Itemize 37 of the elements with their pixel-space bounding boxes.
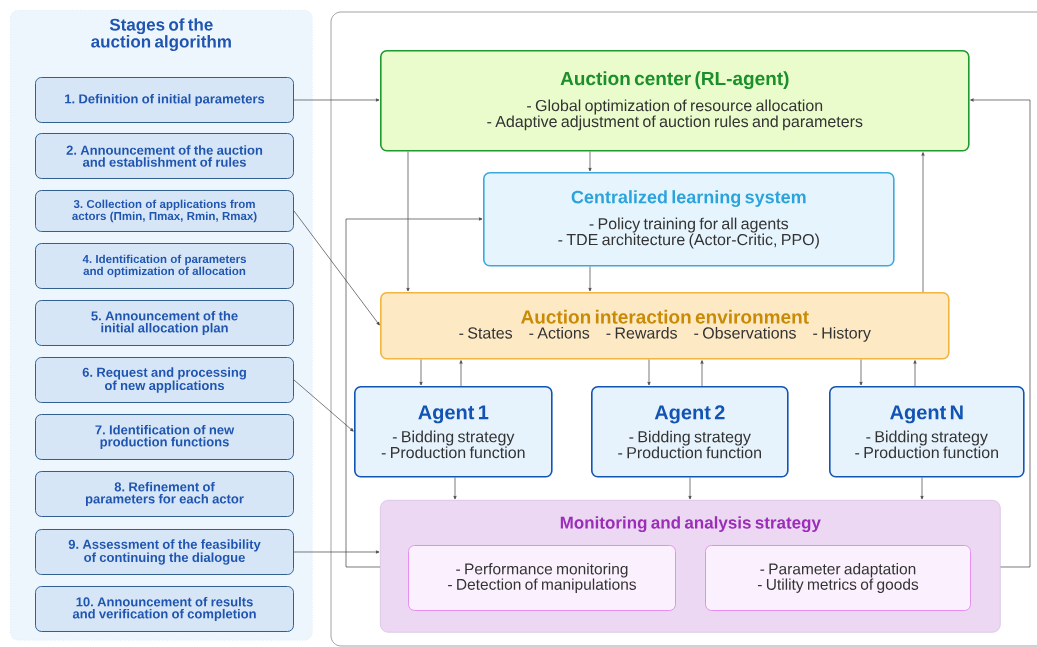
stage-box: 2. Announcement of the auction and establishment of rules <box>35 133 294 179</box>
agent-box: Agent 2 - Bidding strategy - Production function <box>591 386 789 478</box>
arrow <box>293 379 354 432</box>
stage-box: 6. Request and processing of new applications <box>35 357 294 403</box>
arrow <box>293 98 380 102</box>
arrow <box>920 477 924 500</box>
arrow <box>700 360 704 387</box>
arrow <box>345 217 483 568</box>
arrow <box>406 151 410 292</box>
arrow <box>647 359 651 386</box>
stage-box: 1. Definition of initial parameters <box>35 77 294 123</box>
arrow <box>293 210 380 326</box>
arrow <box>419 359 423 386</box>
agent-box: Agent 1 - Bidding strategy - Production function <box>354 386 553 478</box>
stage-box: 3. Collection of applications from actors (Πmin, Πmax, Rmin, Rmax) <box>35 190 294 232</box>
arrow <box>688 477 692 500</box>
stage-box: 8. Refinement of parameters for each actor <box>35 471 294 517</box>
list-box: - Parameter adaptation - Utility metrics of goods <box>705 545 971 611</box>
process-box: Auction center (RL-agent) - Global optimization of resource allocation - Adaptive adjustment of auction rules and parameters <box>380 50 970 152</box>
process-box: Centralized learning system - Policy training for all agents - TDE architecture (Actor-Critic, PPO) <box>483 172 895 267</box>
stage-box: 5. Announcement of the initial allocation plan <box>35 300 294 346</box>
stage-box: 10. Announcement of results and verification of completion <box>35 586 294 632</box>
arrow <box>921 152 925 293</box>
arrow <box>588 151 592 172</box>
stage-box: 7. Identification of new production functions <box>35 414 294 460</box>
arrow <box>459 360 463 387</box>
process-box: Auction interaction environment - States - Actions - Rewards - Observations - History <box>380 292 950 360</box>
stage-box: 9. Assessment of the feasibility of continuing the dialogue <box>35 529 294 575</box>
agent-box: Agent N - Bidding strategy - Production function <box>829 386 1025 478</box>
arrow <box>588 266 592 292</box>
arrow <box>293 550 380 554</box>
arrow <box>913 360 917 387</box>
arrow <box>859 359 863 386</box>
arrow <box>970 98 1031 568</box>
list-box: - Performance monitoring - Detection of manipulations <box>408 545 676 611</box>
arrow <box>453 477 457 500</box>
stage-box: 4. Identification of parameters and optimization of allocation <box>35 243 294 289</box>
